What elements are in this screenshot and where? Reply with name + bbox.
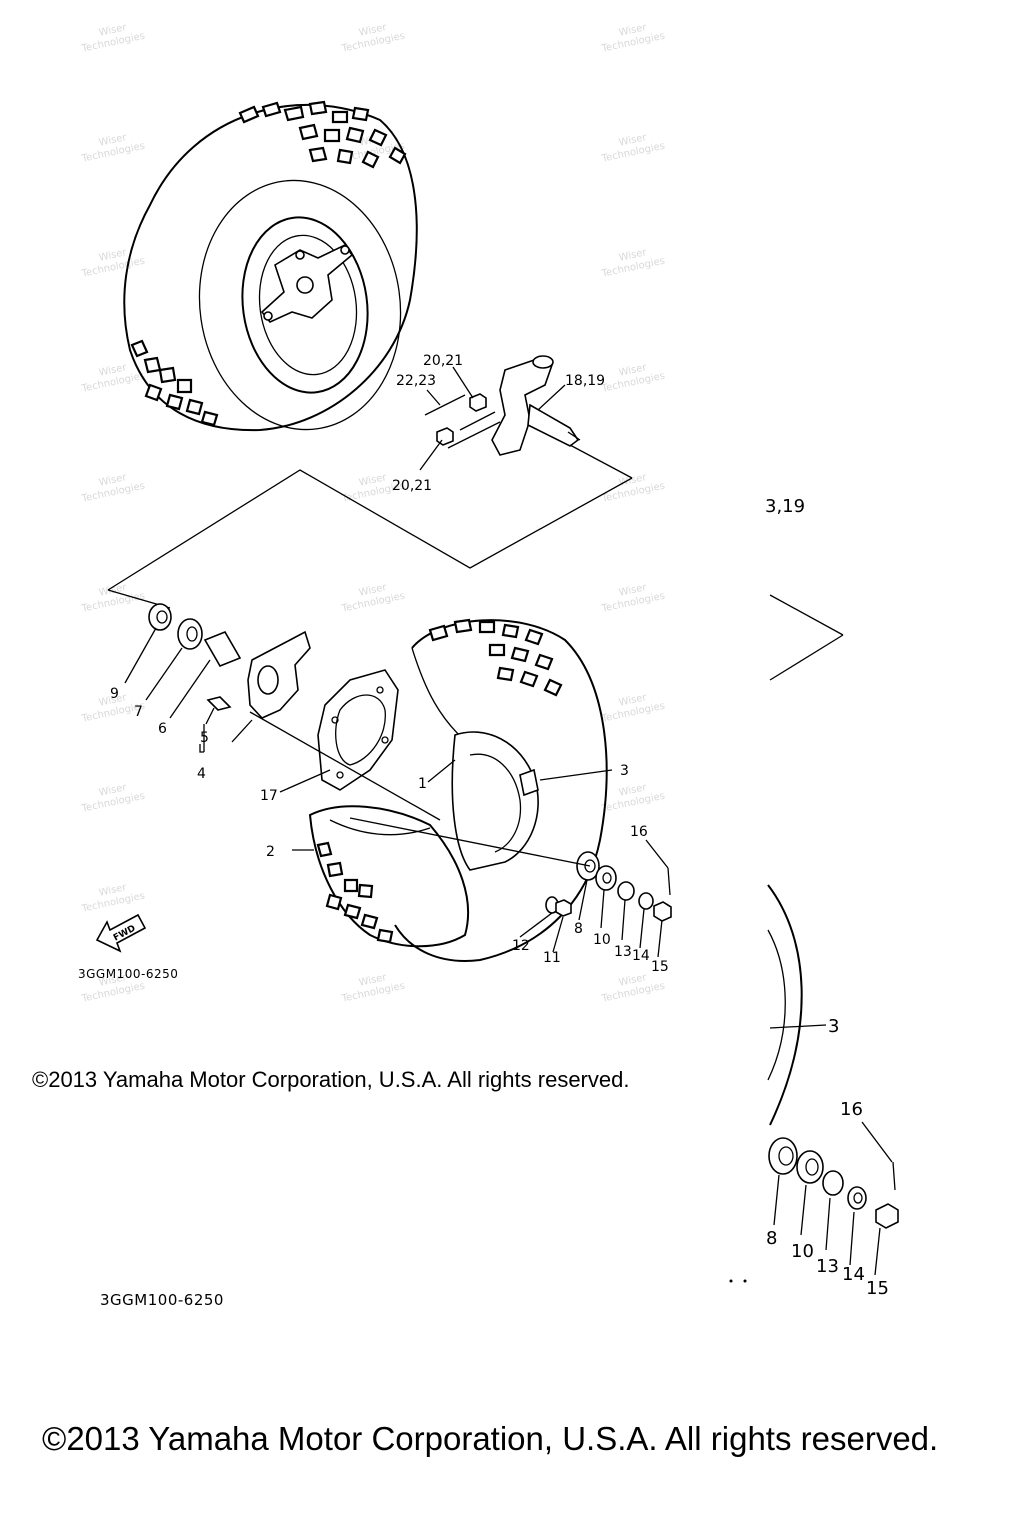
figure-code: 3GGM100-6250 [78, 967, 178, 981]
label-20-21-top: 20,21 [423, 353, 463, 369]
knuckle-hardware [424, 393, 496, 446]
washer-13 [617, 881, 635, 901]
label-17: 17 [260, 788, 278, 804]
label-9: 9 [110, 686, 119, 702]
figure-code-lower: 3GGM100-6250 [100, 1291, 224, 1309]
lower-tread-blocks [316, 618, 563, 944]
label-20-21-bottom: 20,21 [392, 478, 432, 494]
zoom-label-14: 14 [842, 1264, 865, 1285]
steering-knuckle [491, 355, 581, 456]
label-18-19: 18,19 [565, 373, 605, 389]
nut-15 [653, 901, 672, 922]
label-6: 6 [158, 721, 167, 737]
upper-rim-inner [258, 234, 358, 376]
lower-wheel-exploded: FWD [95, 603, 672, 962]
brake-plate [317, 669, 399, 791]
part-labels: 20,21 22,23 18,19 20,21 9 7 6 5 4 17 1 2… [78, 353, 669, 981]
hub [247, 630, 311, 719]
zoom-label-3: 3 [828, 1016, 839, 1037]
label-12: 12 [512, 938, 530, 954]
label-5: 5 [200, 730, 209, 746]
inner-tire-half [308, 805, 469, 948]
label-14: 14 [632, 948, 650, 964]
upper-leader-lines [419, 366, 566, 471]
stray-dot [743, 1279, 747, 1283]
zoom-label-18-19-partial: 3,19 [765, 496, 805, 517]
label-13: 13 [614, 944, 632, 960]
label-3: 3 [620, 763, 629, 779]
copyright-inline: ©2013 Yamaha Motor Corporation, U.S.A. A… [32, 1067, 629, 1092]
zoom-label-10: 10 [791, 1241, 814, 1262]
nut-11 [555, 899, 572, 917]
label-11: 11 [543, 950, 561, 966]
label-4: 4 [197, 766, 206, 782]
label-7: 7 [134, 704, 143, 720]
oil-seal-9 [148, 603, 172, 631]
fwd-arrow-icon: FWD [95, 913, 147, 953]
upper-hub-bolt [340, 245, 350, 255]
copyright-footer: ©2013 Yamaha Motor Corporation, U.S.A. A… [42, 1420, 938, 1457]
cotter-pin-16 [667, 867, 671, 896]
upper-wheel-assembly [123, 100, 418, 432]
zoom-label-16: 16 [840, 1099, 863, 1120]
bearing-7 [177, 618, 203, 650]
rim-half [451, 731, 539, 871]
zoom-label-8: 8 [766, 1228, 777, 1249]
label-22-23: 22,23 [396, 373, 436, 389]
zoom-crop [767, 594, 899, 1276]
label-15: 15 [651, 959, 669, 975]
zoom-label-13: 13 [816, 1256, 839, 1277]
label-16: 16 [630, 824, 648, 840]
washer-14 [638, 892, 654, 910]
lower-leader-lines [124, 627, 669, 958]
zoom-label-15: 15 [866, 1278, 889, 1299]
perspective-guide [107, 444, 633, 609]
collar-10 [595, 865, 617, 891]
valve-stem [519, 768, 539, 797]
label-1: 1 [418, 776, 427, 792]
upper-rim [241, 216, 369, 394]
outer-tire-half [394, 619, 608, 962]
label-8: 8 [574, 921, 583, 937]
hub-bolt [206, 696, 232, 711]
stray-dot [729, 1279, 733, 1283]
upper-hub-bolt [263, 311, 273, 321]
upper-hub-center [296, 276, 314, 294]
label-10: 10 [593, 932, 611, 948]
upper-hub-bolt [295, 250, 305, 260]
upper-tire-sidewall [198, 179, 402, 431]
label-2: 2 [266, 844, 275, 860]
zoom-labels: 3,19 3 16 8 10 13 14 15 3GGM100-6250 [100, 496, 889, 1309]
spacer [203, 630, 242, 668]
upper-tread-blocks [130, 100, 407, 427]
